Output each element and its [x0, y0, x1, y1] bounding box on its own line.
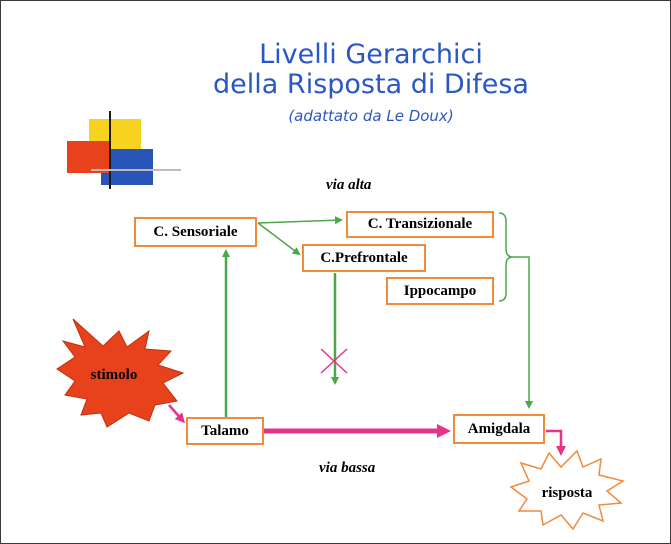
node-sensoriale: C. Sensoriale: [134, 217, 257, 247]
subtitle: (adattato da Le Doux): [288, 107, 454, 125]
risposta-label: risposta: [542, 485, 593, 501]
cortex-bracket: [498, 212, 514, 302]
node-transizionale: C. Transizionale: [346, 211, 494, 238]
block-x-mark: [320, 348, 348, 374]
via-alta-label: via alta: [326, 177, 372, 193]
via-bassa-label: via bassa: [319, 460, 376, 476]
node-amigdala: Amigdala: [453, 414, 545, 444]
node-talamo: Talamo: [186, 417, 264, 445]
node-ippocampo: Ippocampo: [386, 277, 494, 305]
amigdala-to-risposta-arrow: [546, 429, 566, 456]
stimolo-to-talamo-arrow: [168, 404, 185, 424]
risposta-starburst: risposta: [509, 449, 625, 531]
sensoriale-to-prefrontale-arrow: [257, 222, 301, 256]
title-line-2: della Risposta di Difesa: [213, 69, 529, 100]
node-prefrontale: C.Prefrontale: [302, 244, 426, 272]
sensoriale-to-transizionale-arrow: [257, 216, 343, 225]
stimolo-starburst: stimolo: [56, 318, 185, 428]
cortex-to-amigdala-arrow: [513, 256, 533, 409]
logo-decoration: [61, 111, 181, 191]
stimolo-label: stimolo: [91, 367, 138, 383]
title-line-1: Livelli Gerarchici: [259, 39, 483, 70]
